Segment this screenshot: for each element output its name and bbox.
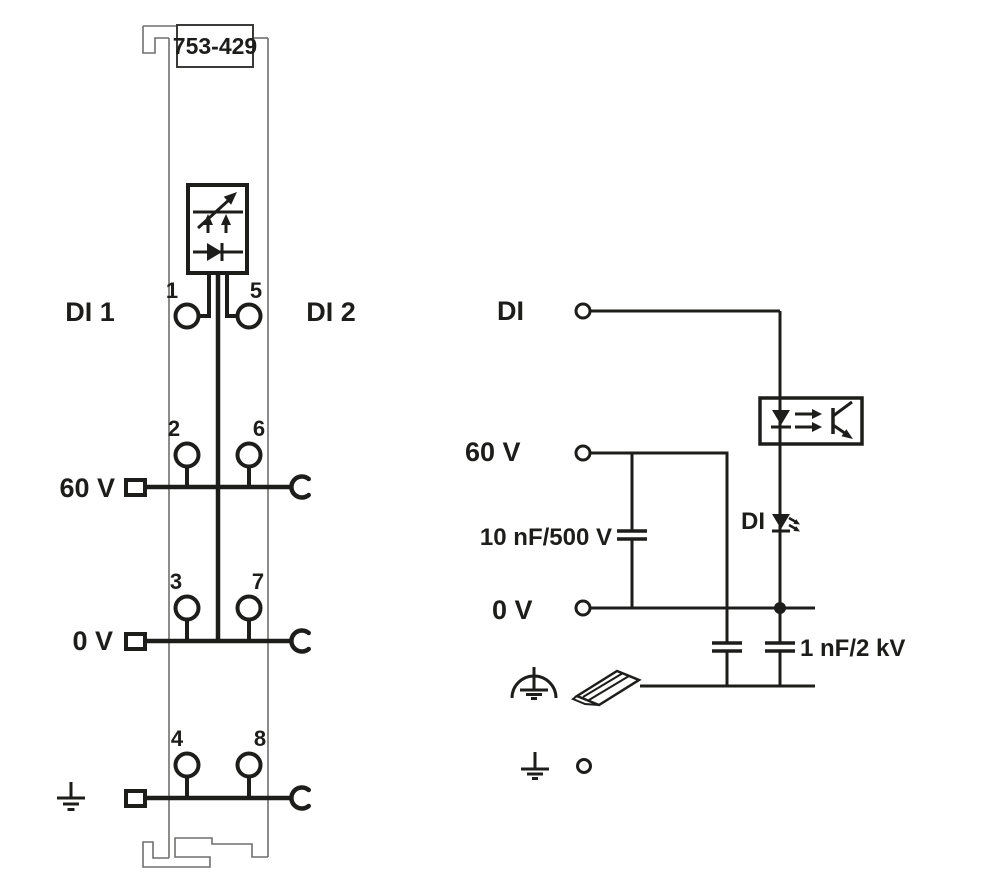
input-receiver-icon [193,192,243,233]
zero-connector [124,632,147,651]
terminal-5-label: 5 [250,278,262,303]
earth-icon [57,782,85,811]
io-symbol-box [186,183,249,275]
terminal-3 [173,594,201,622]
status-led-icon [772,514,800,533]
schematic-supply-label: 60 V [465,437,521,467]
part-number-box: 753-429 [173,24,257,68]
junction-dot [774,602,786,614]
module-supply-label: 60 V [59,473,115,503]
status-led-label: DI [741,508,765,535]
terminal-6 [235,441,263,469]
y-cap-left-icon [712,641,742,653]
earth-rail [124,785,311,811]
module-terminals [173,302,263,779]
terminal-8 [235,751,263,779]
terminal-2 [173,441,201,469]
terminal-5 [235,302,263,330]
schematic-wires [590,309,815,688]
terminal-2-label: 2 [168,416,180,441]
module-internal-wiring [185,273,251,798]
schematic-terminals [574,302,592,774]
terminal-7 [235,594,263,622]
schematic-di-label: DI [497,296,524,326]
filter-cap-icon [617,529,647,541]
terminal-number-labels: 1 5 2 6 3 7 4 8 [166,278,266,751]
zero-jumper-contact [289,628,311,654]
terminal-3-label: 3 [170,569,182,594]
din-rail-icon [571,669,642,707]
terminal-8-label: 8 [254,726,266,751]
channel-di2-label: DI 2 [306,297,356,327]
y-cap-label: 1 nF/2 kV [800,635,905,662]
module-zero-label: 0 V [72,626,113,656]
earth-terminal [576,758,592,774]
terminal-1-label: 1 [166,278,178,303]
terminal-6-label: 6 [253,416,265,441]
module-outline [142,25,269,868]
supply-rail [124,474,311,500]
schematic-zero-label: 0 V [492,595,533,625]
terminal-4-label: 4 [171,726,184,751]
diode-icon [193,243,243,261]
terminal-7-label: 7 [252,569,264,594]
terminal-1 [173,302,201,330]
filter-cap-label: 10 nF/500 V [480,524,612,551]
part-number-label: 753-429 [173,33,257,59]
earth-jumper-contact [289,785,311,811]
functional-earth-icon [521,752,549,780]
supply-connector [124,478,147,497]
y-cap-right-icon [765,641,795,653]
earth-connector [124,789,147,808]
zero-terminal [574,599,592,617]
channel-di1-label: DI 1 [65,297,115,327]
supply-jumper-contact [289,474,311,500]
supply-terminal [574,444,592,462]
di-terminal [574,302,592,320]
zero-rail [124,628,311,654]
phototransistor-icon [831,400,853,439]
terminal-4 [173,751,201,779]
chassis-earth-icon [510,667,558,700]
optocoupler-led-icon [771,410,791,429]
optocoupler-arrows-icon [795,409,822,432]
